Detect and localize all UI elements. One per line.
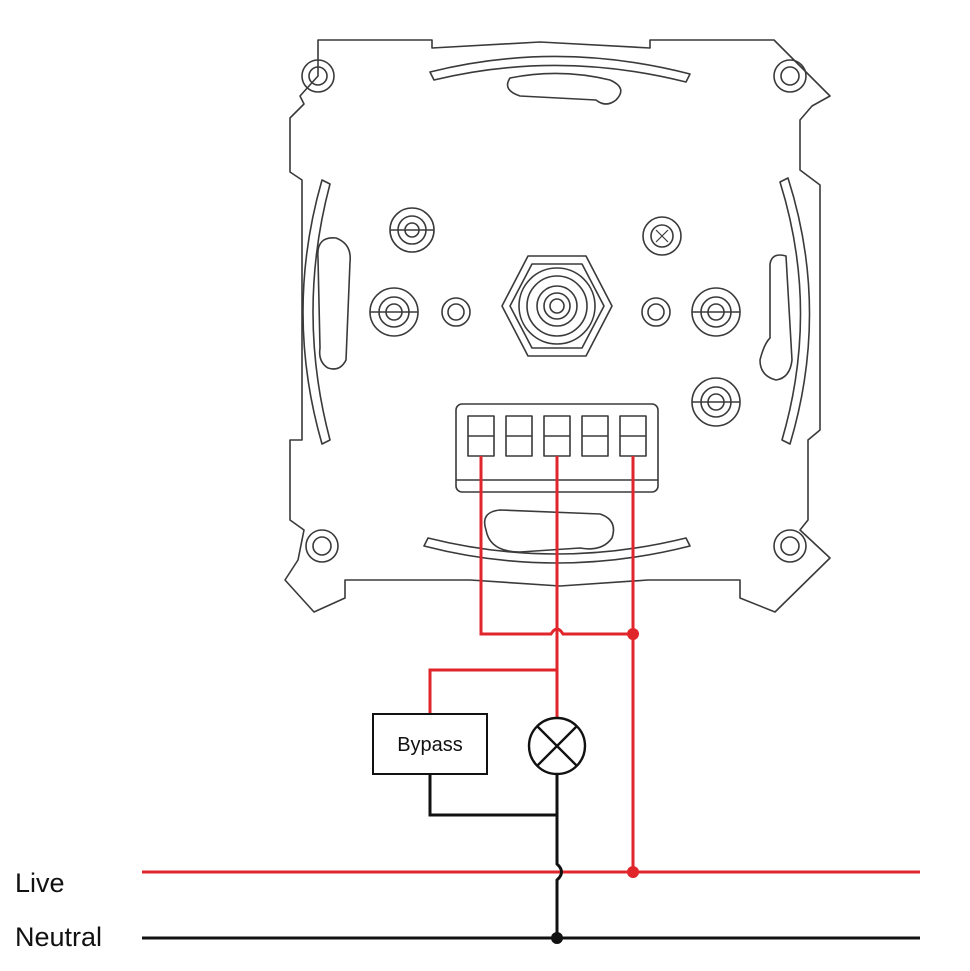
screw-left-upper (389, 207, 435, 253)
corner-hole-tl (301, 59, 335, 93)
screw-left-lower (369, 287, 419, 337)
left-keyhole (317, 237, 352, 370)
lamp-symbol-icon (527, 716, 587, 776)
bypass-label: Bypass (397, 734, 463, 756)
screw-right-upper (642, 216, 682, 256)
bottom-keyhole (483, 509, 615, 553)
right-arc-slot (779, 177, 811, 445)
small-pin-right (641, 297, 671, 327)
left-arc-slot (302, 179, 331, 445)
bypass-module: Bypass (372, 713, 488, 775)
corner-hole-br (773, 529, 807, 563)
junction-dot-icon (551, 932, 563, 944)
live-label: Live (15, 868, 65, 898)
wire-lamp-neutral (555, 774, 563, 938)
wire-bypass-top (428, 668, 557, 714)
right-keyhole (759, 254, 793, 381)
wire-bypass-bottom (428, 774, 557, 817)
top-arc-slot (429, 55, 691, 83)
black-wiring (142, 774, 920, 940)
bottom-arc-slot (423, 537, 691, 564)
rotary-shaft-icon (501, 255, 613, 357)
dimmer-plate-outline (284, 39, 831, 613)
junction-dot-icon (627, 628, 639, 640)
red-wiring (142, 456, 920, 874)
small-pin-left (441, 297, 471, 327)
screw-right-middle (691, 287, 741, 337)
corner-hole-tr (773, 59, 807, 93)
corner-hole-bl (305, 529, 339, 563)
top-keyhole (506, 72, 622, 105)
junction-dot-icon (627, 866, 639, 878)
screw-right-lower (691, 377, 741, 427)
neutral-label: Neutral (15, 922, 102, 952)
